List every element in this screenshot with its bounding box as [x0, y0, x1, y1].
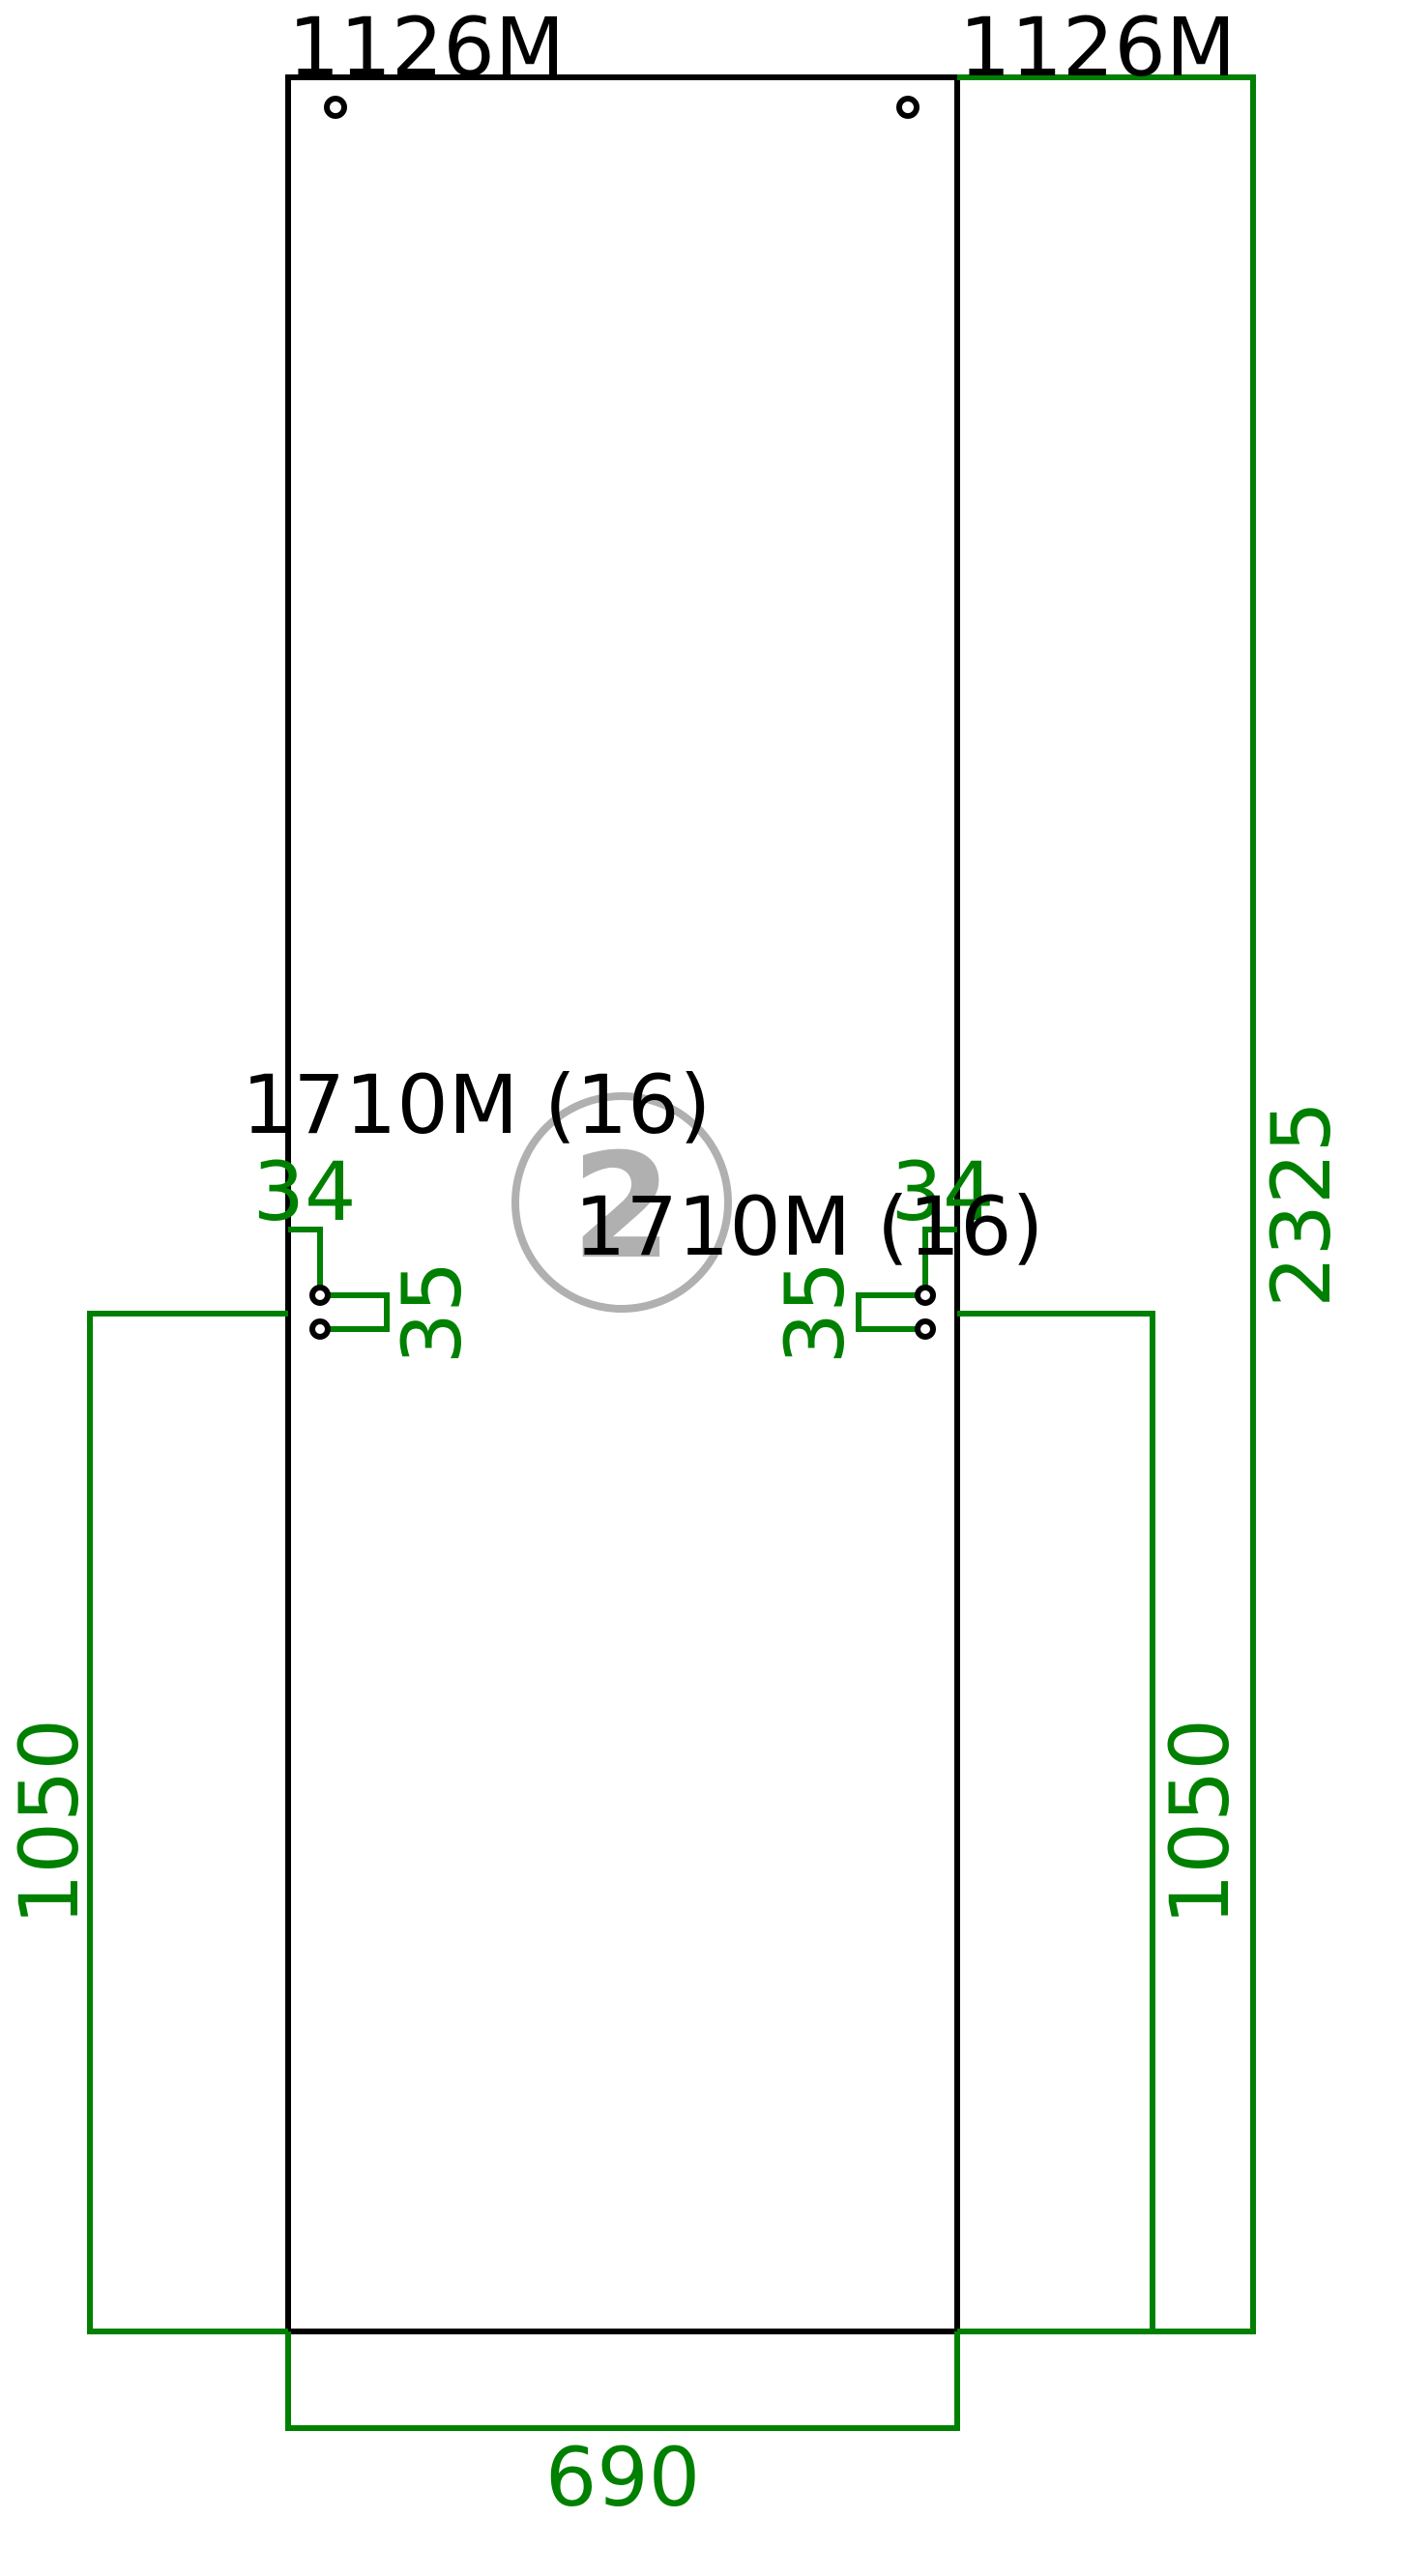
height-dimension: 2325	[957, 74, 1349, 2334]
left-offset-dimension-label: 34	[253, 1144, 357, 1239]
left-spacing-dimension: 35	[320, 1261, 480, 1365]
hardware-hole-right-upper	[915, 1285, 936, 1306]
hardware-hole-left-upper	[309, 1285, 331, 1306]
width-dimension-label: 690	[545, 2430, 700, 2525]
right-height-dimension: 1050	[957, 1311, 1247, 2331]
hardware-hole-right-lower	[915, 1318, 936, 1340]
right-spacing-dimension: 35	[768, 1261, 925, 1365]
height-dimension-label: 2325	[1254, 1101, 1349, 1308]
hardware-hole-left-lower	[309, 1318, 331, 1340]
left-height-dimension-label: 1050	[2, 1719, 97, 1925]
hinge-label-top-right: 1126M	[959, 0, 1236, 95]
panel-number: 2	[571, 1123, 672, 1291]
left-offset-dimension: 34	[253, 1144, 357, 1295]
panel-number-circle	[511, 1092, 732, 1313]
hinge-hole-top-right	[896, 96, 919, 119]
hardware-label-right: 1710M (16)	[574, 1179, 1043, 1274]
hardware-label-left: 1710M (16)	[242, 1057, 711, 1152]
panel-outline	[285, 74, 960, 2334]
left-spacing-dimension-label: 35	[385, 1261, 480, 1365]
left-height-dimension: 1050	[2, 1311, 288, 2334]
right-spacing-dimension-label: 35	[768, 1261, 862, 1365]
hinge-hole-top-left	[324, 96, 347, 119]
right-height-dimension-label: 1050	[1153, 1719, 1247, 1925]
hinge-label-top-left: 1126M	[288, 0, 565, 95]
right-offset-dimension-label: 34	[891, 1144, 995, 1239]
right-offset-dimension: 34	[891, 1144, 995, 1295]
width-dimension: 690	[285, 2331, 960, 2525]
